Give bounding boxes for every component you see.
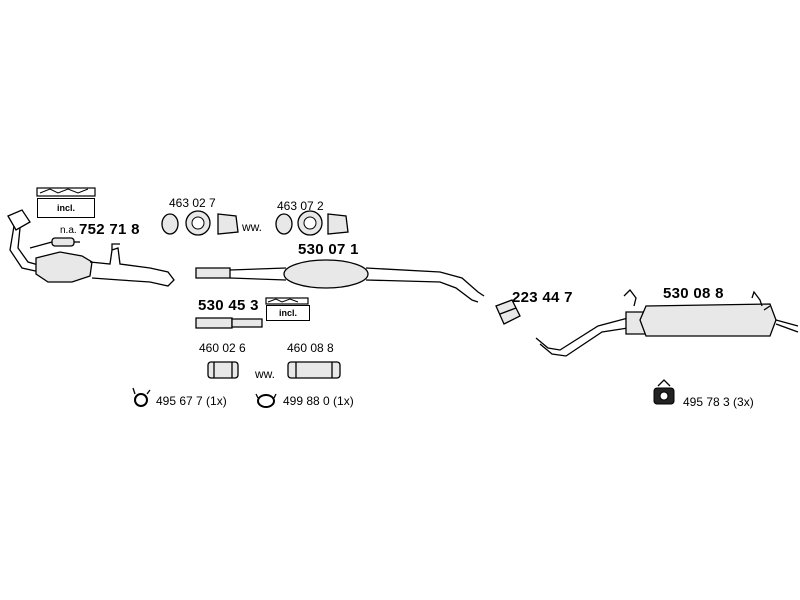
sleeve-460026-label[interactable]: 460 02 6 <box>199 341 246 355</box>
sleeve-460088-label[interactable]: 460 08 8 <box>287 341 334 355</box>
ring-495677-icon[interactable] <box>132 387 151 407</box>
sleeve-460026-icon[interactable] <box>207 361 239 379</box>
clamp-223447-icon[interactable] <box>495 299 521 325</box>
front-pipe-label[interactable]: 530 45 3 <box>198 297 259 314</box>
rear-muffler-label[interactable]: 530 08 8 <box>663 285 724 302</box>
incl-kit-icon-1 <box>36 187 96 197</box>
clamp-223447-label[interactable]: 223 44 7 <box>512 289 573 306</box>
hanger-495783-icon[interactable] <box>653 379 675 405</box>
catalyst-prefix: n.a. <box>60 225 77 236</box>
ww-label-1: ww. <box>242 220 263 234</box>
hanger-495783-label[interactable]: 495 78 3 (3x) <box>683 395 754 409</box>
incl-badge-1: incl. <box>37 198 95 218</box>
ring-495677-label[interactable]: 495 67 7 (1x) <box>156 394 227 408</box>
sensor-part[interactable] <box>29 237 80 249</box>
front-pipe-530453[interactable] <box>195 317 263 329</box>
catalyst-assembly[interactable] <box>7 209 175 287</box>
incl-kit-icon-2 <box>265 297 309 305</box>
incl-label-1: incl. <box>56 203 75 213</box>
sleeve-460088-icon[interactable] <box>287 361 341 379</box>
gasket-499880-icon[interactable] <box>255 393 277 408</box>
incl-badge-2: incl. <box>266 305 310 321</box>
ww-label-2: ww. <box>255 367 276 381</box>
middle-muffler-530071[interactable] <box>195 259 485 303</box>
clamp-463027-label[interactable]: 463 02 7 <box>169 196 216 210</box>
catalyst-number[interactable]: 752 71 8 <box>79 221 140 238</box>
gasket-499880-label[interactable]: 499 88 0 (1x) <box>283 394 354 408</box>
rear-muffler-530088[interactable] <box>535 289 799 357</box>
incl-label-2: incl. <box>278 308 297 318</box>
clamp-463072-icon[interactable] <box>275 210 349 236</box>
clamp-463072-label[interactable]: 463 07 2 <box>277 199 324 213</box>
middle-muffler-label[interactable]: 530 07 1 <box>298 241 359 258</box>
clamp-463027-icon[interactable] <box>161 210 239 236</box>
